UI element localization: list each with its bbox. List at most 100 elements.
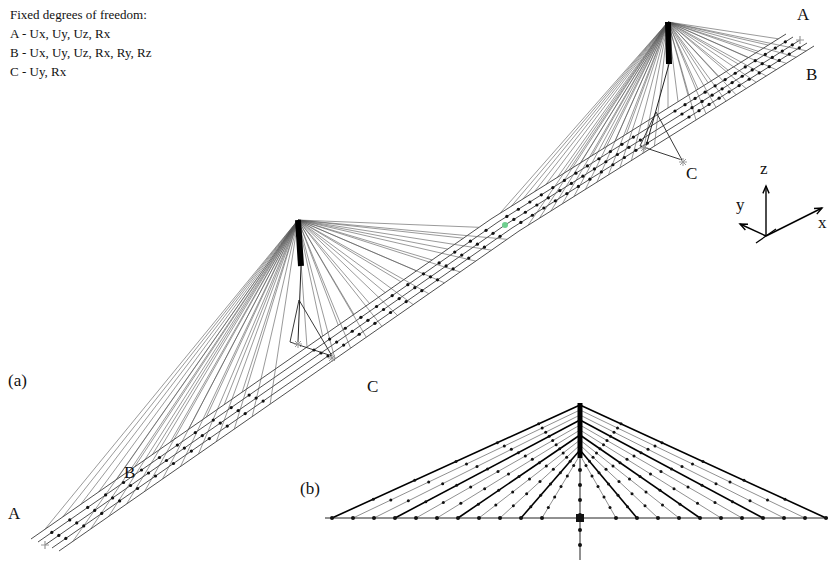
fe-node [552,468,555,471]
fe-node [572,464,575,467]
cable [592,22,668,156]
cable [603,22,668,149]
fe-node [420,289,423,292]
cable [580,445,658,518]
fe-node [190,449,193,452]
fe-node [741,75,744,78]
fe-node [577,185,580,188]
fe-node [751,68,754,71]
fe-node [620,143,623,146]
fe-node [477,503,480,506]
fe-node [382,308,385,311]
cable [109,220,298,516]
cable [668,22,778,39]
cable [585,22,668,189]
fe-node [503,445,506,448]
fe-node [413,479,416,482]
fe-node [618,480,621,483]
pylon [298,220,301,266]
fe-node [176,443,179,446]
fe-node [75,521,78,524]
fe-node [453,250,456,253]
fe-node [538,461,541,464]
fe-node [104,493,107,496]
fe-node [617,494,620,497]
fe-node [798,46,801,49]
fe-node [702,460,705,463]
elevation-view [325,403,828,560]
fe-node [592,456,595,459]
fe-node [628,478,631,481]
fe-node [391,294,394,297]
fe-node [690,106,693,109]
fe-node [619,461,622,464]
fe-node [445,264,448,267]
fe-node [548,435,551,438]
fe-node [511,491,514,494]
cable [163,220,299,479]
fe-node [609,506,612,509]
fe-node [539,480,542,483]
deck-line [498,37,793,222]
fe-node [768,65,771,68]
cable [188,220,298,430]
fe-node [673,487,676,490]
fe-node [459,502,462,505]
support-symbol [328,354,336,362]
fe-node [714,84,717,87]
fe-node [565,456,568,459]
fe-node [586,164,589,167]
fe-node [540,193,543,196]
support-letter: B [806,66,817,85]
cable [270,220,298,404]
axis-label: x [818,214,827,233]
cable [332,405,580,518]
fe-node [507,473,510,476]
fe-node [494,504,497,507]
fe-node [547,196,550,199]
cable [479,440,580,518]
fe-node [476,465,479,468]
fe-node [593,167,596,170]
fe-node [537,422,540,425]
fe-node [623,156,626,159]
fe-node [731,500,734,503]
fe-node [465,463,468,466]
cable [580,420,763,518]
fe-node [605,468,608,471]
fe-node [255,397,258,400]
fe-node [578,468,582,472]
fe-node [691,463,694,466]
cable [523,22,668,199]
fe-node [687,115,690,118]
fe-node [497,470,500,473]
support-letter: A [797,6,809,25]
fe-node [512,504,515,507]
fe-node [553,496,556,499]
fe-node [761,62,764,65]
fe-node [764,53,767,56]
cable [99,220,298,492]
fe-node [529,505,532,508]
cable [298,220,401,282]
fe-node [558,189,561,192]
fe-node [442,501,445,504]
fe-node [748,78,751,81]
axis-label: y [736,196,745,215]
cable [620,22,668,168]
fe-node [344,327,347,330]
fe-node [728,90,731,93]
cable [458,435,580,518]
cable [668,22,768,45]
cable [668,22,728,70]
fe-node [578,528,582,532]
fe-node [680,112,683,115]
axis-head [740,224,748,230]
fe-node [528,478,531,481]
cable [416,425,580,518]
support-letter: B [124,464,135,483]
fe-node [441,482,444,485]
fe-node [505,215,508,218]
fe-node [597,485,600,488]
cable [580,450,637,518]
